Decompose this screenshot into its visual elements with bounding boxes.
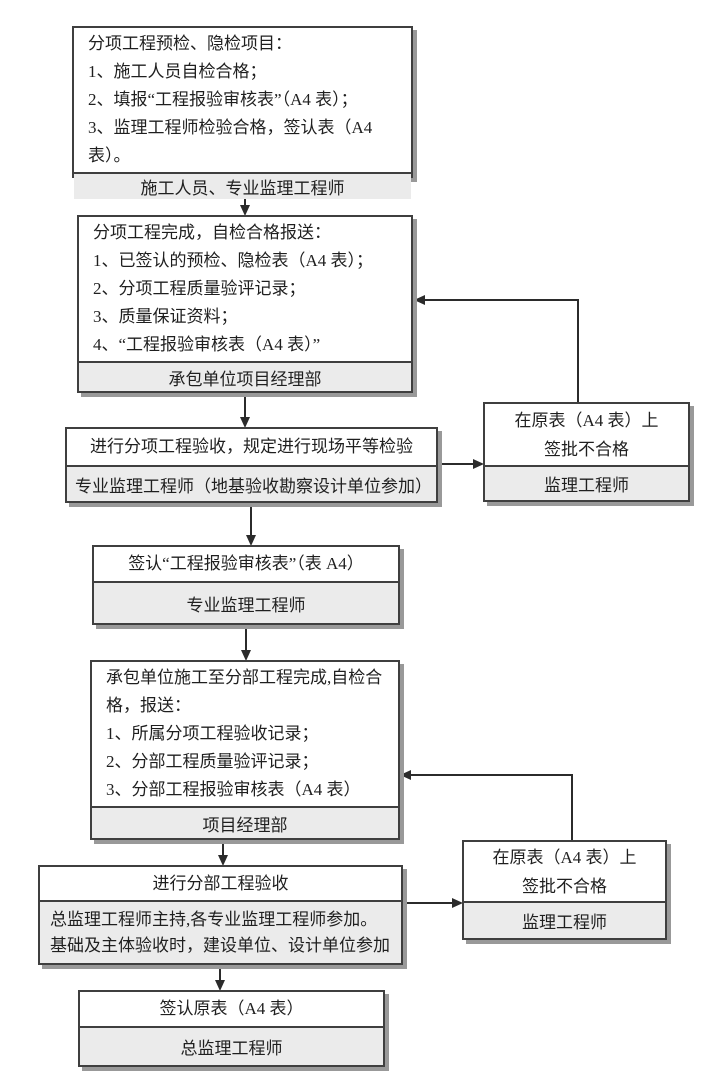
connector-side2-box5 — [410, 774, 573, 841]
step-text-line: 3、分部工程报验审核表（A4 表） — [106, 780, 361, 799]
step-text-line: 承包单位施工至分部工程完成,自检合格，报送： — [106, 668, 383, 715]
step-text-line: 3、监理工程师检验合格，签认表（A4 表）。 — [88, 118, 373, 165]
responsible-party-label: 专业监理工程师（地基验收勘察设计单位参加） — [67, 465, 436, 501]
arrowhead-side1-box2 — [414, 295, 425, 305]
responsible-party-label: 承包单位项目经理部 — [79, 361, 411, 391]
step-sign-review-form-box: 签认“工程报验审核表”（表 A4） 专业监理工程师 — [92, 545, 400, 625]
step-subitem-acceptance-box: 进行分项工程验收，规定进行现场平等检验 专业监理工程师（地基验收勘察设计单位参加… — [65, 427, 438, 503]
step-title: 在原表（A4 表）上 签批不合格 — [464, 842, 665, 901]
step-subitem-precheck-box: 分项工程预检、隐检项目： 1、施工人员自检合格； 2、填报“工程报验审核表”（A… — [72, 26, 413, 199]
step-title: 签认原表（A4 表） — [159, 999, 304, 1018]
responsible-party-label: 监理工程师 — [485, 465, 688, 500]
step-subitem-complete-box: 分项工程完成，自检合格报送： 1、已签认的预检、隐检表（A4 表）； 2、分项工… — [77, 215, 413, 393]
arrowhead-side2-box5 — [400, 770, 411, 780]
step-title: 在原表（A4 表）上 签批不合格 — [485, 404, 688, 465]
step-body: 分项工程预检、隐检项目： 1、施工人员自检合格； 2、填报“工程报验审核表”（A… — [74, 28, 411, 172]
step-text-line: 2、填报“工程报验审核表”（A4 表）； — [88, 90, 358, 109]
responsible-party-label: 施工人员、专业监理工程师 — [74, 172, 411, 199]
step-text-line: 1、已签认的预检、隐检表（A4 表）； — [93, 251, 374, 270]
step-text-line: 4、“工程报验审核表（A4 表）” — [93, 335, 321, 354]
step-title: 签认“工程报验审核表”（表 A4） — [128, 554, 364, 573]
step-body: 分项工程完成，自检合格报送： 1、已签认的预检、隐检表（A4 表）； 2、分项工… — [79, 217, 411, 361]
responsible-party-label: 专业监理工程师 — [94, 581, 398, 623]
step-text-line: 签批不合格 — [522, 876, 607, 896]
connector-side1-box2 — [424, 299, 579, 403]
step-text-line: 分项工程完成，自检合格报送： — [93, 223, 331, 242]
step-text-line: 1、所属分项工程验收记录； — [106, 724, 319, 743]
step-text-line: 1、施工人员自检合格； — [88, 62, 267, 81]
step-text-line: 在原表（A4 表）上 — [492, 847, 637, 867]
step-division-acceptance-box: 进行分部工程验收 总监理工程师主持,各专业监理工程师参加。基础及主体验收时，建设… — [38, 865, 403, 965]
step-text-line: 签批不合格 — [544, 439, 629, 459]
reject-note-box-1: 在原表（A4 表）上 签批不合格 监理工程师 — [483, 402, 690, 502]
responsible-party-label: 总监理工程师主持,各专业监理工程师参加。基础及主体验收时，建设单位、设计单位参加 — [40, 900, 401, 963]
reject-note-box-2: 在原表（A4 表）上 签批不合格 监理工程师 — [462, 840, 667, 940]
responsible-party-label: 项目经理部 — [92, 806, 398, 838]
step-body: 承包单位施工至分部工程完成,自检合格，报送： 1、所属分项工程验收记录； 2、分… — [92, 662, 398, 806]
step-text-line: 在原表（A4 表）上 — [514, 410, 659, 430]
step-title: 进行分项工程验收，规定进行现场平等检验 — [90, 437, 413, 456]
step-text-line: 分项工程预检、隐检项目： — [88, 34, 292, 53]
step-text-line: 3、质量保证资料； — [93, 307, 238, 326]
step-sign-original-form-box: 签认原表（A4 表） 总监理工程师 — [78, 990, 385, 1067]
step-text-line: 2、分项工程质量验评记录； — [93, 279, 306, 298]
step-title: 进行分部工程验收 — [152, 873, 289, 893]
responsible-party-label: 总监理工程师 — [80, 1026, 383, 1065]
responsible-party-label: 监理工程师 — [464, 901, 665, 938]
step-division-complete-box: 承包单位施工至分部工程完成,自检合格，报送： 1、所属分项工程验收记录； 2、分… — [90, 660, 400, 840]
step-text-line: 2、分部工程质量验评记录； — [106, 752, 319, 771]
